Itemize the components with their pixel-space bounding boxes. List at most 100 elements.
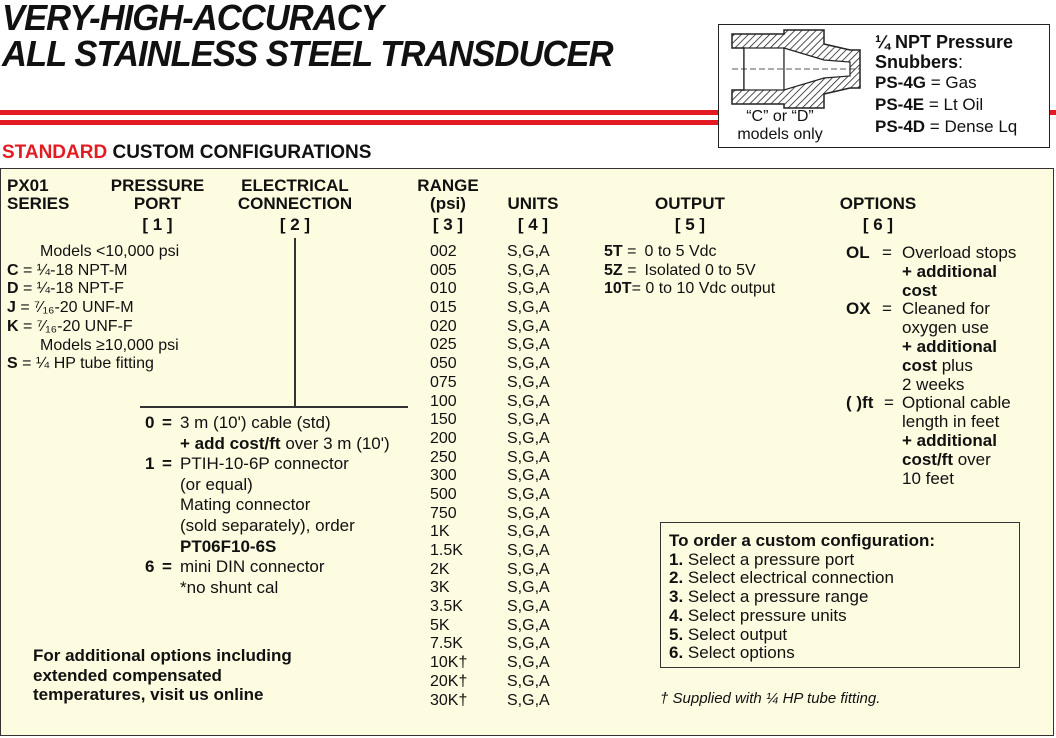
snubber-code: PS-4D bbox=[875, 117, 926, 136]
config-panel bbox=[0, 168, 1054, 736]
elec-item-6: 6=mini DIN connector bbox=[145, 557, 390, 578]
elec-item-1: 1=PTIH-10-6P connector bbox=[145, 454, 390, 475]
snubber-desc: Lt Oil bbox=[943, 95, 984, 114]
units-value: S,G,A bbox=[507, 317, 550, 335]
elec-desc: Mating connector bbox=[180, 495, 311, 515]
snubber-desc: Gas bbox=[945, 73, 977, 92]
output-eq: = bbox=[631, 280, 641, 298]
order-step-num: 6. bbox=[669, 643, 684, 663]
units-value: S,G,A bbox=[507, 355, 550, 373]
elec-code: 1 bbox=[145, 454, 155, 474]
port-models-high: Models ≥10,000 psi bbox=[40, 336, 179, 354]
units-value: S,G,A bbox=[507, 579, 550, 597]
units-value: S,G,A bbox=[507, 373, 550, 391]
range-value: 075 bbox=[430, 373, 457, 391]
range-value: 1.5K bbox=[430, 542, 463, 559]
range-value: 3.5K bbox=[430, 598, 463, 616]
header-series-l1: PX01 bbox=[7, 176, 49, 195]
order-step: 4. Select pressure units bbox=[669, 606, 935, 626]
range-value: 200 bbox=[430, 429, 457, 447]
units-value: S,G,A bbox=[507, 504, 550, 522]
units-value: S,G,A bbox=[507, 616, 550, 634]
elec-part-number: PT06F10-6S bbox=[180, 536, 277, 556]
order-step-text: Select a pressure port bbox=[683, 549, 855, 569]
heading-black: CUSTOM CONFIGURATIONS bbox=[107, 142, 372, 163]
port-desc: = ¼-18 NPT-F bbox=[18, 280, 124, 298]
snubber-item: PS-4D = Dense Lq bbox=[875, 117, 1017, 137]
online-note-l1: For additional options including bbox=[33, 646, 292, 665]
order-step-num: 3. bbox=[669, 587, 684, 607]
snubber-title-line2: Snubbers bbox=[875, 52, 959, 72]
units-value: S,G,A bbox=[507, 485, 550, 503]
snubber-note: “C” or “D” models only bbox=[725, 108, 835, 144]
units-value: S,G,A bbox=[507, 691, 550, 709]
header-options-idx: [ 6 ] bbox=[862, 215, 894, 234]
snubber-eq: = bbox=[924, 95, 944, 114]
range-value: 30K† bbox=[430, 691, 468, 709]
heading-red: STANDARD bbox=[2, 142, 108, 163]
elec-code: 6 bbox=[145, 557, 155, 577]
option-desc: Overload stops bbox=[902, 243, 1017, 262]
units-value: S,G,A bbox=[507, 467, 550, 485]
port-item: K = ⁷⁄₁₆-20 UNF-F bbox=[7, 318, 179, 337]
header-units-idx: [ 4 ] bbox=[517, 215, 549, 234]
option-eq: = bbox=[884, 393, 894, 413]
port-desc: = ¼-18 NPT-M bbox=[18, 261, 128, 279]
range-value: 050 bbox=[430, 355, 457, 373]
range-value: 7.5K bbox=[430, 635, 463, 653]
output-item: 10T= 0 to 10 Vdc output bbox=[604, 280, 775, 299]
title-line-1: VERY-HIGH-ACCURACY bbox=[2, 0, 384, 38]
snubber-item: PS-4G = Gas bbox=[875, 73, 977, 93]
port-models-low: Models <10,000 psi bbox=[40, 243, 180, 260]
option-eq: = bbox=[882, 299, 892, 319]
header-port: PRESSURE PORT [ 1 ] bbox=[100, 177, 215, 234]
option-cost: + additional bbox=[902, 430, 997, 450]
header-range: RANGE (psi) [ 3 ] bbox=[408, 177, 488, 234]
header-options: OPTIONS [ 6 ] bbox=[830, 195, 926, 234]
snubber-title-colon: : bbox=[958, 52, 964, 72]
units-value: S,G,A bbox=[507, 542, 550, 559]
units-value: S,G,A bbox=[507, 280, 550, 298]
output-list: 5T =0 to 5 Vdc 5Z =Isolated 0 to 5V 10T=… bbox=[604, 243, 775, 299]
page-title: VERY-HIGH-ACCURACY ALL STAINLESS STEEL T… bbox=[2, 0, 614, 72]
port-code: D bbox=[7, 280, 19, 298]
option-cost: cost/ft bbox=[902, 449, 953, 469]
connector-horizontal-line bbox=[140, 406, 408, 408]
range-value: 015 bbox=[430, 299, 457, 317]
order-instructions: To order a custom configuration: 1. Sele… bbox=[669, 531, 935, 663]
units-value: S,G,A bbox=[507, 429, 550, 447]
order-step-text: Select options bbox=[683, 643, 795, 663]
online-note: For additional options including extende… bbox=[33, 646, 292, 705]
header-elec-l1: ELECTRICAL bbox=[241, 176, 349, 195]
output-desc: 0 to 5 Vdc bbox=[644, 243, 717, 260]
order-step-text: Select electrical connection bbox=[683, 568, 894, 588]
elec-desc: 3 m (10') cable (std) bbox=[180, 413, 331, 432]
range-value: 005 bbox=[430, 261, 457, 279]
output-eq: = bbox=[622, 243, 637, 260]
header-series-l2: SERIES bbox=[7, 194, 70, 213]
port-item: J = ⁷⁄₁₆-20 UNF-M bbox=[7, 299, 179, 318]
header-elec-idx: [ 2 ] bbox=[279, 215, 311, 234]
elec-desc: (or equal) bbox=[180, 474, 253, 494]
elec-eq: = bbox=[162, 454, 172, 474]
range-value: 3K bbox=[430, 579, 450, 597]
elec-desc: (sold separately), order bbox=[180, 515, 355, 535]
port-desc: = ⁷⁄₁₆-20 UNF-F bbox=[18, 317, 133, 335]
elec-cost: over 3 m (10') bbox=[280, 433, 390, 453]
elec-item-0: 0=3 m (10') cable (std) bbox=[145, 413, 390, 434]
port-list: Models <10,000 psi C = ¼-18 NPT-M D = ¼-… bbox=[7, 243, 179, 374]
snubber-title: ¼ NPT Pressure Snubbers: bbox=[875, 32, 1013, 72]
option-cost: cost bbox=[902, 280, 937, 300]
port-item: C = ¼-18 NPT-M bbox=[7, 262, 179, 281]
port-item-s: S = ¼ HP tube fitting bbox=[7, 355, 179, 374]
footnote: † Supplied with ¼ HP tube fitting. bbox=[660, 690, 881, 707]
header-port-l1: PRESSURE bbox=[110, 176, 205, 195]
snubber-drawing-icon bbox=[731, 29, 861, 109]
option-eq: = bbox=[882, 243, 892, 262]
snubber-eq: = bbox=[925, 117, 945, 136]
option-desc: plus bbox=[936, 355, 973, 375]
elec-cost-bold: + add cost/ft bbox=[180, 433, 281, 453]
connector-vertical-line bbox=[294, 238, 296, 407]
range-value: 10K† bbox=[430, 654, 468, 672]
option-code: OL bbox=[846, 243, 870, 262]
